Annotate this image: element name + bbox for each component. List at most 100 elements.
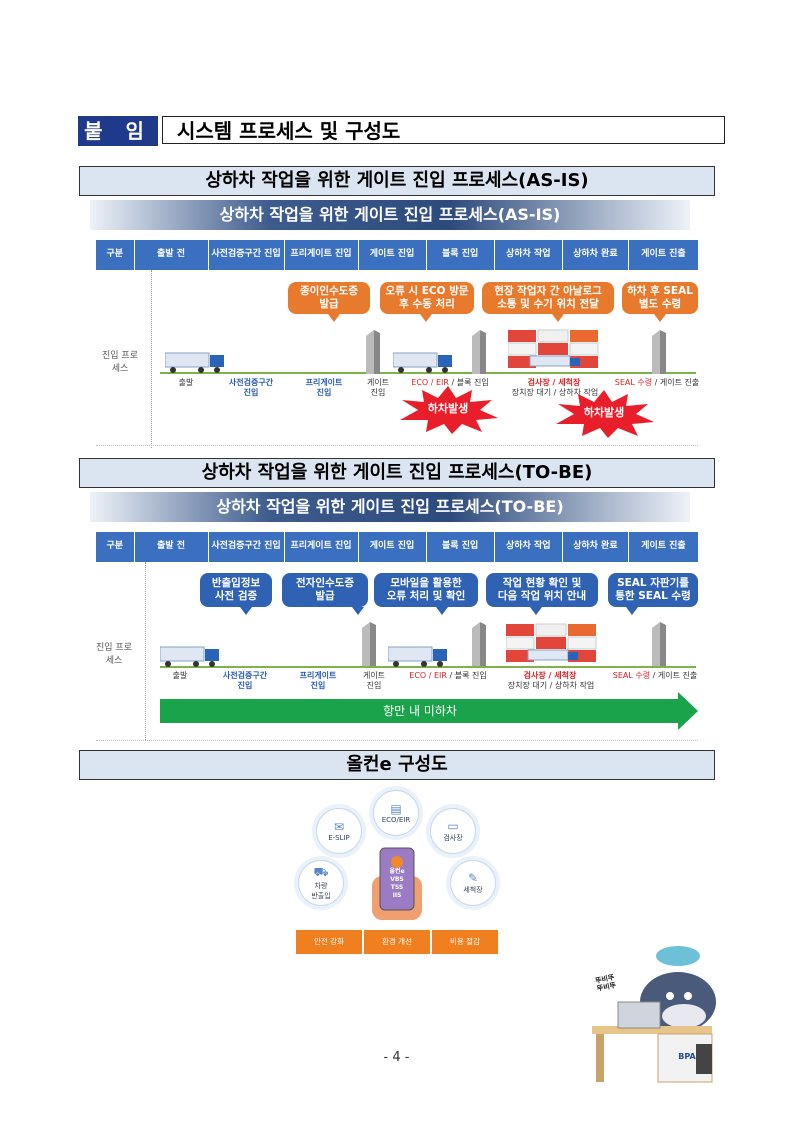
route-line bbox=[160, 372, 696, 374]
header-cell: 프리게이트 진입 bbox=[284, 240, 359, 270]
page-number: - 4 - bbox=[383, 1050, 410, 1065]
callout-work-status: 작업 현황 확인 및 다음 작업 위치 안내 bbox=[486, 573, 598, 607]
benefit-cost: 비용 절감 bbox=[432, 930, 498, 954]
header-cell: 사전검증구간 진입 bbox=[208, 532, 285, 562]
callout-tail bbox=[328, 314, 340, 322]
car-icon: ⛟ bbox=[313, 865, 329, 879]
stage-yard-wait: 장치장 대기 / 상하차 작업 bbox=[507, 681, 595, 690]
stage-seal-highlight: SEAL 수령 bbox=[612, 671, 651, 680]
tobe-header-row: 구분 출발 전 사전검증구간 진입 프리게이트 진입 게이트 진입 블록 진입 … bbox=[96, 532, 698, 562]
benefit-environment: 환경 개선 bbox=[364, 930, 430, 954]
node-e-slip: ✉E-SLIP bbox=[316, 808, 362, 854]
header-cell: 게이트 진출 bbox=[628, 240, 698, 270]
asis-banner: 상하차 작업을 위한 게이트 진입 프로세스(AS-IS) bbox=[90, 200, 690, 230]
container-yard-icon bbox=[506, 623, 597, 662]
callout-paper-receipt: 종이인수도증 발급 bbox=[288, 282, 370, 314]
stage-depart: 출발 bbox=[172, 671, 188, 680]
stage-exit: / 게이트 진출 bbox=[650, 671, 698, 680]
unload-burst-label: 하차발생 bbox=[427, 402, 469, 415]
stage-exit: / 게이트 진출 bbox=[652, 378, 700, 387]
stage-eco-highlight: ECO / EIR bbox=[409, 671, 447, 680]
lane-label: 진입 프로세스 bbox=[102, 351, 138, 374]
gate-pillar-icon bbox=[652, 622, 666, 666]
tobe-banner: 상하차 작업을 위한 게이트 진입 프로세스(TO-BE) bbox=[90, 492, 690, 522]
stage-inspect: 검사장 / 세척장 bbox=[523, 671, 577, 680]
header-cell: 게이트 진출 bbox=[628, 532, 698, 562]
unload-burst-icon bbox=[400, 386, 498, 434]
node-eco-eir: ▤ECO/EIR bbox=[373, 790, 419, 836]
stage-precheck: 사전검증구간 진입 bbox=[222, 671, 268, 690]
node-label: 검사장 bbox=[443, 834, 463, 842]
gate-pillar-icon bbox=[366, 330, 380, 374]
phone-item: TSS bbox=[390, 884, 404, 892]
header-cell: 상하차 작업 bbox=[494, 532, 563, 562]
phone-in-hand-icon bbox=[372, 847, 422, 920]
lane-divider bbox=[151, 270, 152, 448]
whale-mascot-illustration bbox=[592, 946, 716, 1083]
stage-yard-wait: 장치장 대기 / 상하차 작업 bbox=[511, 388, 599, 397]
gate-pillar-icon bbox=[472, 622, 486, 666]
callout-analog-comm: 현장 작업자 간 아날로그 소통 및 수기 위치 전달 bbox=[482, 282, 614, 314]
node-label: 세척장 bbox=[463, 886, 483, 894]
arrow-head bbox=[678, 692, 698, 730]
header-cell: 블록 진입 bbox=[426, 532, 495, 562]
stage-seal-highlight: SEAL 수령 bbox=[614, 378, 653, 387]
callout-tail bbox=[240, 607, 252, 615]
node-wash: ✎세척장 bbox=[450, 860, 496, 906]
node-label: 차량 반출입 bbox=[311, 882, 331, 900]
header-cell: 상하차 완료 bbox=[562, 240, 629, 270]
truck-icon bbox=[393, 352, 452, 373]
header-cell: 블록 진입 bbox=[426, 240, 495, 270]
header-cell: 사전검증구간 진입 bbox=[208, 240, 285, 270]
benefit-safety: 안전 강화 bbox=[296, 930, 362, 954]
stage-seal-exit: SEAL 수령 / 게이트 진출 bbox=[610, 671, 700, 681]
stage-eco-block: ECO / EIR / 블록 진입 bbox=[400, 671, 496, 681]
unload-burst-label: 하차발생 bbox=[583, 406, 625, 419]
appendix-tag: 붙 임 bbox=[78, 116, 158, 146]
lane-bottom-line bbox=[96, 740, 698, 741]
stage-eco-block: ECO / EIR / 블록 진입 bbox=[402, 378, 498, 388]
truck-icon bbox=[388, 646, 447, 667]
gate-pillar-icon bbox=[652, 330, 666, 374]
header-cell: 프리게이트 진입 bbox=[284, 532, 359, 562]
gate-pillar-icon bbox=[472, 330, 486, 374]
callout-e-receipt: 전자인수도증 발급 bbox=[282, 573, 368, 607]
callout-precheck: 반출입정보 사전 검증 bbox=[200, 573, 272, 607]
stage-seal-exit: SEAL 수령 / 게이트 진출 bbox=[612, 378, 702, 388]
callout-seal-vending: SEAL 자판기를 통한 SEAL 수령 bbox=[608, 573, 698, 607]
stage-inspect: 검사장 / 세척장 bbox=[527, 378, 581, 387]
callout-eco-manual: 오류 시 ECO 방문 후 수동 처리 bbox=[380, 282, 474, 314]
node-label: ECO/EIR bbox=[381, 816, 411, 824]
truck-icon bbox=[160, 646, 219, 667]
truck-icon bbox=[165, 352, 224, 373]
header-cell: 상하차 완료 bbox=[562, 532, 629, 562]
lane-divider bbox=[145, 562, 146, 740]
tobe-section-title: 상하차 작업을 위한 게이트 진입 프로세스(TO-BE) bbox=[79, 458, 715, 488]
node-inspection: ▭검사장 bbox=[430, 808, 476, 854]
header-cell: 구분 bbox=[96, 532, 135, 562]
wash-icon: ✎ bbox=[467, 871, 479, 885]
phone-screen: 올컨e VBS TSS IIS bbox=[380, 868, 414, 900]
node-label: E-SLIP bbox=[328, 834, 350, 842]
phone-item: VBS bbox=[390, 876, 404, 884]
stage-block: / 블록 진입 bbox=[446, 671, 487, 680]
callout-tail bbox=[420, 314, 432, 322]
header-cell: 상하차 작업 bbox=[494, 240, 563, 270]
desk-logo: BPA bbox=[678, 1052, 696, 1061]
route-line bbox=[160, 666, 696, 668]
document-icon: ▤ bbox=[390, 802, 402, 816]
lane-bottom-line bbox=[96, 445, 698, 446]
callout-tail bbox=[436, 607, 448, 615]
header-cell: 구분 bbox=[96, 240, 135, 270]
callout-tail bbox=[626, 607, 638, 615]
receipt-icon: ✉ bbox=[333, 820, 345, 834]
gate-pillar-icon bbox=[362, 622, 376, 666]
stage-gate: 게이트 진입 bbox=[366, 378, 390, 397]
stage-precheck: 사전검증구간 진입 bbox=[228, 378, 274, 397]
stage-pregate: 프리게이트 진입 bbox=[299, 671, 337, 690]
callout-seal-separate: 하차 후 SEAL 별도 수령 bbox=[622, 282, 698, 314]
header-cell: 출발 전 bbox=[134, 240, 209, 270]
callout-mobile-error: 모바일을 활용한 오류 처리 및 확인 bbox=[374, 573, 478, 607]
phone-app-name: 올컨e bbox=[389, 868, 405, 875]
stage-block: / 블록 진입 bbox=[448, 378, 489, 387]
